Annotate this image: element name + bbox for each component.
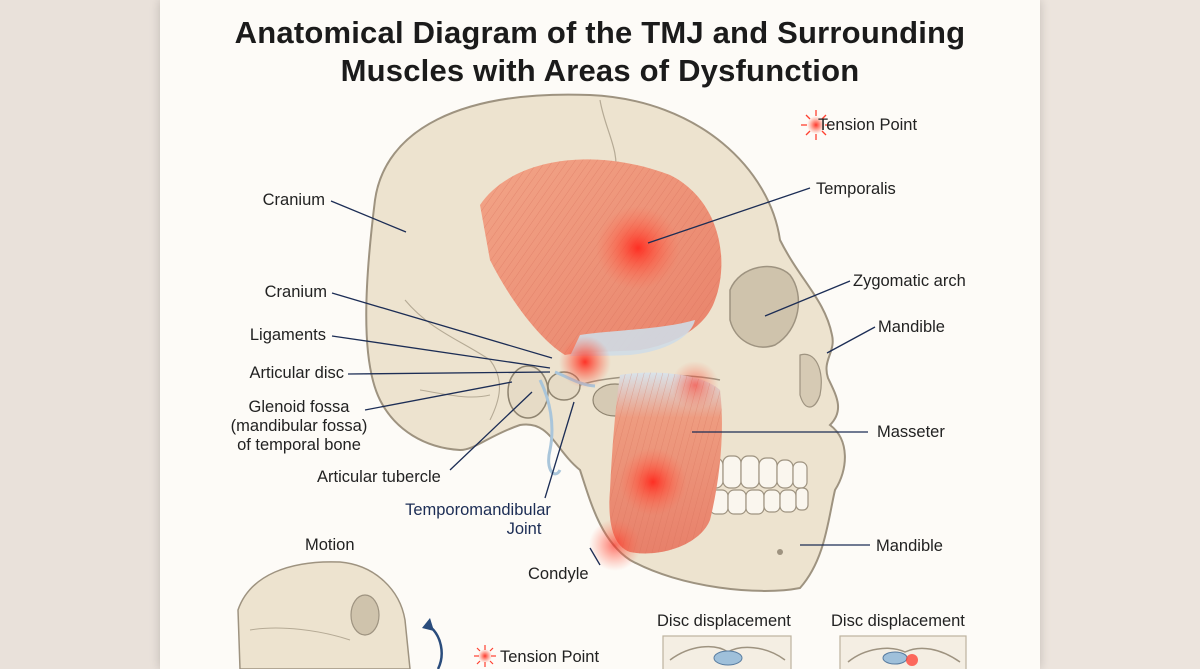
motion-inset — [237, 561, 443, 669]
label-ligaments: Ligaments — [249, 326, 326, 344]
title-line-1: Anatomical Diagram of the TMJ and Surrou… — [234, 15, 966, 50]
label-glenoid-line-2: (mandibular fossa) — [230, 417, 368, 435]
label-cranium-mid: Cranium — [264, 283, 327, 301]
disc-displacement-inset-1 — [662, 635, 792, 669]
inset-title-disc-displacement-1: Disc displacement — [657, 612, 791, 630]
background-wall-right — [1040, 0, 1200, 669]
label-condyle: Condyle — [528, 565, 589, 583]
label-articular-tubercle: Articular tubercle — [317, 468, 441, 486]
tension-hotspots — [559, 206, 719, 571]
label-masseter: Masseter — [877, 423, 945, 441]
label-glenoid-line-3: of temporal bone — [237, 436, 361, 454]
label-cranium-top: Cranium — [262, 191, 325, 209]
label-temporalis: Temporalis — [816, 180, 896, 198]
title-line-2: Muscles with Areas of Dysfunction — [340, 53, 860, 88]
inset-title-disc-displacement-2: Disc displacement — [831, 612, 965, 630]
tension-legend-icon-top — [801, 110, 831, 140]
label-zygomatic-arch: Zygomatic arch — [853, 272, 966, 290]
background-wall-left — [0, 0, 160, 669]
leader-lines — [330, 187, 876, 566]
label-glenoid-line-1: Glenoid fossa — [248, 398, 350, 416]
diagram-title: Anatomical Diagram of the TMJ and Surrou… — [160, 14, 1040, 90]
tension-legend-icon-bottom — [474, 645, 496, 667]
label-tmj-line-1: Temporomandibular — [405, 501, 551, 519]
disc-displacement-inset-2 — [839, 635, 967, 669]
diagram-poster: Anatomical Diagram of the TMJ and Surrou… — [160, 0, 1040, 669]
legend-tension-point-top: Tension Point — [818, 116, 918, 134]
label-mandible-upper: Mandible — [878, 318, 945, 336]
label-mandible-lower: Mandible — [876, 537, 943, 555]
label-glenoid-fossa: Glenoid fossa (mandibular fossa) of temp… — [216, 398, 382, 455]
inset-title-motion: Motion — [305, 536, 355, 554]
skull-illustration — [237, 93, 967, 669]
legend-tension-point-bottom: Tension Point — [500, 648, 600, 666]
label-tmj-line-2: Joint — [506, 520, 542, 538]
label-temporomandibular-joint: Temporomandibular Joint — [388, 501, 568, 539]
label-articular-disc: Articular disc — [249, 364, 344, 382]
